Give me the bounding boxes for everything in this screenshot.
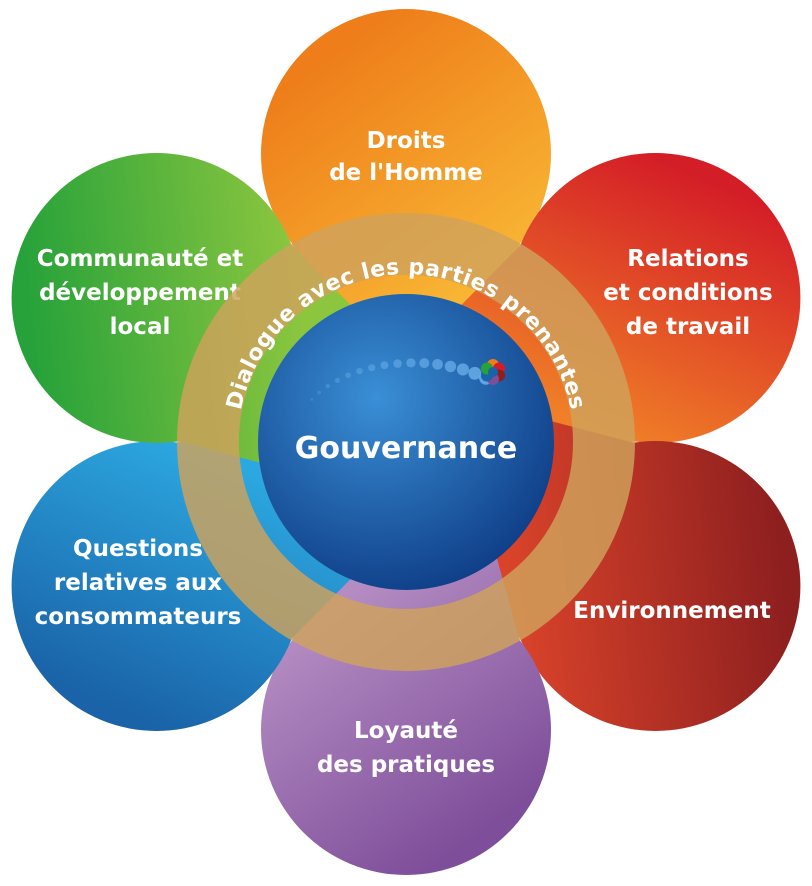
petal-label-line: Loyauté	[354, 718, 458, 744]
decor-dot	[317, 390, 321, 395]
petal-label-line: consommateurs	[35, 604, 242, 630]
petal-label-line: Questions	[73, 536, 203, 562]
petal-label-droits-homme: Droits de l'Homme	[329, 128, 483, 186]
decor-dot	[356, 367, 363, 375]
logo-center	[488, 367, 498, 377]
petal-label-line: Environnement	[573, 598, 770, 624]
decor-dot	[456, 363, 469, 376]
governance-circle	[258, 294, 554, 590]
decor-dot	[406, 358, 416, 368]
petal-label-line: Droits	[367, 128, 446, 154]
decor-dot	[380, 361, 389, 370]
decor-dot	[419, 358, 430, 369]
petal-label-line: relatives aux	[54, 570, 222, 596]
petal-label-line: Communauté et	[37, 246, 243, 272]
decor-dot	[334, 377, 340, 383]
ring-band	[177, 213, 635, 671]
decor-dot	[310, 397, 314, 401]
petal-label-line: des pratiques	[317, 752, 495, 778]
decor-dot	[444, 360, 457, 373]
flower-logo-icon	[480, 359, 506, 385]
petal-label-line: Relations	[627, 246, 748, 272]
petal-label-line: développement	[39, 280, 241, 306]
petal-label-line: local	[110, 314, 171, 340]
petal-label-line: de l'Homme	[329, 160, 483, 186]
governance-center: Gouvernance	[258, 294, 554, 590]
decor-dot	[468, 366, 482, 380]
decor-dot	[325, 383, 330, 389]
center-title: Gouvernance	[295, 431, 517, 466]
petal-label-line: et conditions	[603, 280, 773, 306]
petal-label-questions-consommateurs: Questions relatives aux consommateurs	[35, 536, 242, 630]
petal-label-line: de travail	[626, 314, 750, 340]
petal-label-loyaute-pratiques: Loyauté des pratiques	[317, 718, 495, 778]
petal-label-environnement: Environnement	[573, 598, 770, 624]
decor-dot	[345, 372, 351, 379]
decor-dot	[432, 358, 443, 370]
petal-label-relations-travail: Relations et conditions de travail	[603, 246, 773, 340]
decor-dot	[368, 364, 376, 372]
decor-dot	[393, 359, 402, 368]
petal-label-communaute-developpement: Communauté et développement local	[37, 246, 243, 340]
